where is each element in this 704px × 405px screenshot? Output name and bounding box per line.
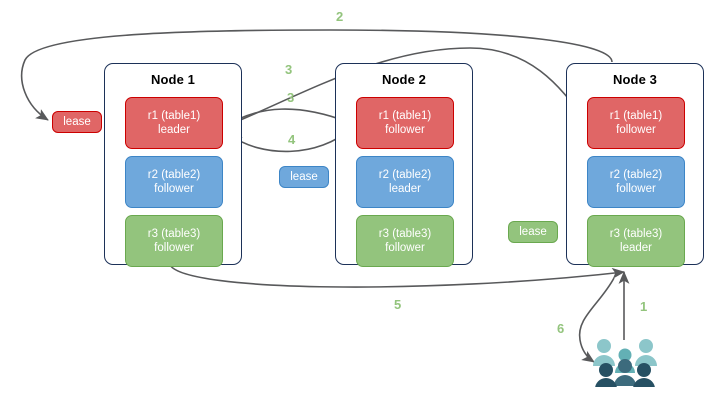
step-label-1: 1 <box>640 299 648 314</box>
replica-role: follower <box>154 242 194 254</box>
replica-name: r3 (table3) <box>378 228 432 240</box>
replica-node1-r1[interactable]: r1 (table1) leader <box>125 97 223 149</box>
node-title: Node 2 <box>382 72 426 87</box>
arrow-step-6 <box>578 277 615 363</box>
replica-name: r2 (table2) <box>378 169 432 181</box>
replica-node3-r1[interactable]: r1 (table1) follower <box>587 97 685 149</box>
step-label-5: 5 <box>394 297 402 312</box>
arrow-step-3b <box>223 108 349 128</box>
arrow-step-5 <box>169 264 625 288</box>
step-label-2: 2 <box>336 9 344 24</box>
replica-name: r1 (table1) <box>147 110 201 122</box>
replica-node1-r3[interactable]: r3 (table3) follower <box>125 215 223 267</box>
lease-badge-red[interactable]: lease <box>52 111 102 133</box>
replica-name: r1 (table1) <box>378 110 432 122</box>
replica-name: r2 (table2) <box>609 169 663 181</box>
step-label-4: 4 <box>288 132 296 147</box>
step-label-6: 6 <box>557 321 565 336</box>
replica-node3-r2[interactable]: r2 (table2) follower <box>587 156 685 208</box>
replica-name: r1 (table1) <box>609 110 663 122</box>
node-container-node1[interactable]: Node 1 r1 (table1) leader r2 (table2) fo… <box>104 63 242 267</box>
arrow-step-2 <box>20 29 613 121</box>
step-label-3b: 3 <box>287 90 295 105</box>
lease-badge-green[interactable]: lease <box>508 221 558 243</box>
replica-role: follower <box>385 242 425 254</box>
replica-role: leader <box>620 242 652 254</box>
replica-node2-r3[interactable]: r3 (table3) follower <box>356 215 454 267</box>
replica-node3-r3[interactable]: r3 (table3) leader <box>587 215 685 267</box>
replica-node2-r1[interactable]: r1 (table1) follower <box>356 97 454 149</box>
replica-name: r3 (table3) <box>609 228 663 240</box>
users-group-icon <box>593 339 657 387</box>
replica-name: r3 (table3) <box>147 228 201 240</box>
node-title: Node 1 <box>151 72 195 87</box>
replica-role: follower <box>616 183 656 195</box>
replica-node2-r2[interactable]: r2 (table2) leader <box>356 156 454 208</box>
replica-role: follower <box>154 183 194 195</box>
replica-role: follower <box>616 124 656 136</box>
node-container-node2[interactable]: Node 2 r1 (table1) follower r2 (table2) … <box>335 63 473 267</box>
lease-badge-blue[interactable]: lease <box>279 166 329 188</box>
replica-role: leader <box>158 124 190 136</box>
step-label-3a: 3 <box>285 62 293 77</box>
node-title: Node 3 <box>613 72 657 87</box>
replica-role: leader <box>389 183 421 195</box>
replica-node1-r2[interactable]: r2 (table2) follower <box>125 156 223 208</box>
node-container-node3[interactable]: Node 3 r1 (table1) follower r2 (table2) … <box>566 63 704 267</box>
replica-role: follower <box>385 124 425 136</box>
replica-name: r2 (table2) <box>147 169 201 181</box>
arrow-step-3a <box>223 47 585 128</box>
